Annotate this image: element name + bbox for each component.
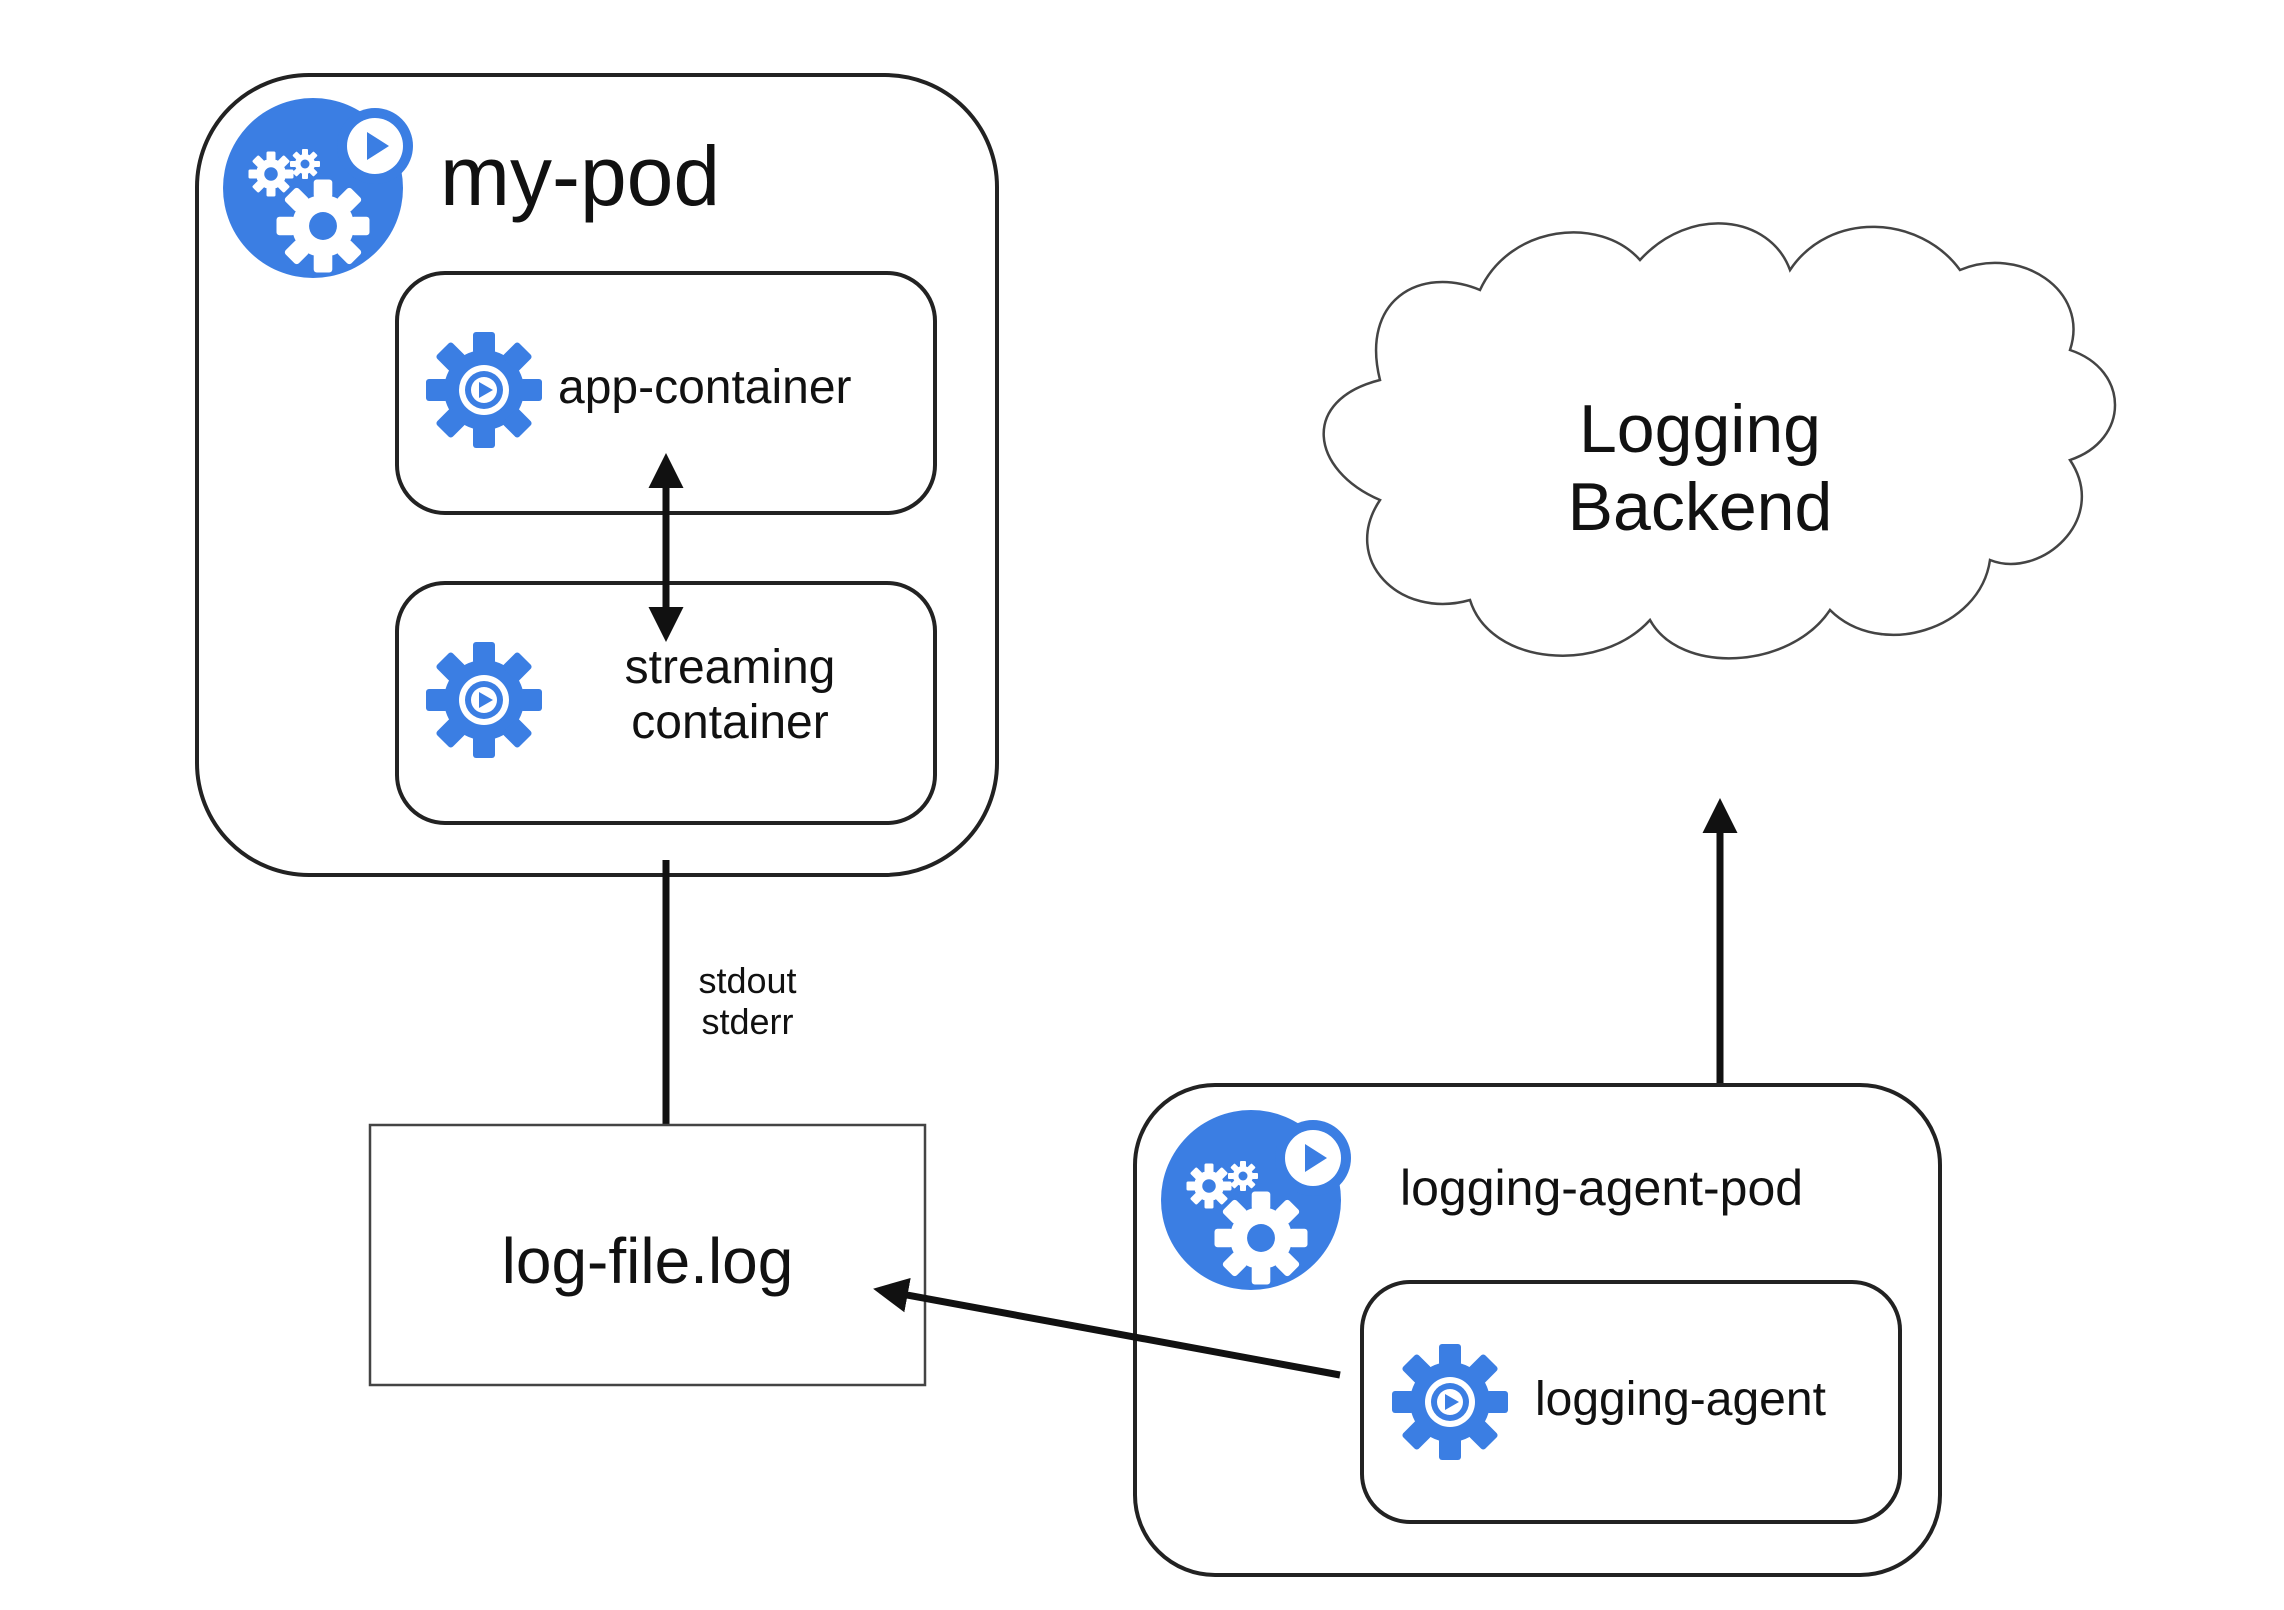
pod-title: my-pod <box>440 129 721 223</box>
container-icon <box>1392 1344 1508 1460</box>
stream-label: stdout stderr <box>680 960 815 1043</box>
container-icon <box>426 332 542 448</box>
log-file-label: log-file.log <box>501 1225 794 1297</box>
logging-agent-label: logging-agent <box>1535 1373 1826 1426</box>
app-container-label: app-container <box>558 361 852 414</box>
streaming-container-label: streaming container <box>540 640 920 750</box>
stdout-label: stdout <box>698 960 797 1001</box>
backend-line: Logging <box>1578 391 1822 467</box>
streaming-container-line: container <box>631 696 829 750</box>
streaming-container-line: streaming <box>624 641 836 694</box>
stderr-label: stderr <box>701 1001 794 1043</box>
agent-logfile-arrow <box>873 1277 1341 1379</box>
logging-backend-cloud <box>1322 222 2117 660</box>
logging-agent-box <box>1360 1280 1902 1524</box>
agent-pod-title: logging-agent-pod <box>1400 1160 1804 1216</box>
backend-line: Backend <box>1567 469 1833 546</box>
backend-label: Logging Backend <box>1520 390 1880 546</box>
log-file-box <box>368 1123 927 1387</box>
container-icon <box>426 642 542 758</box>
